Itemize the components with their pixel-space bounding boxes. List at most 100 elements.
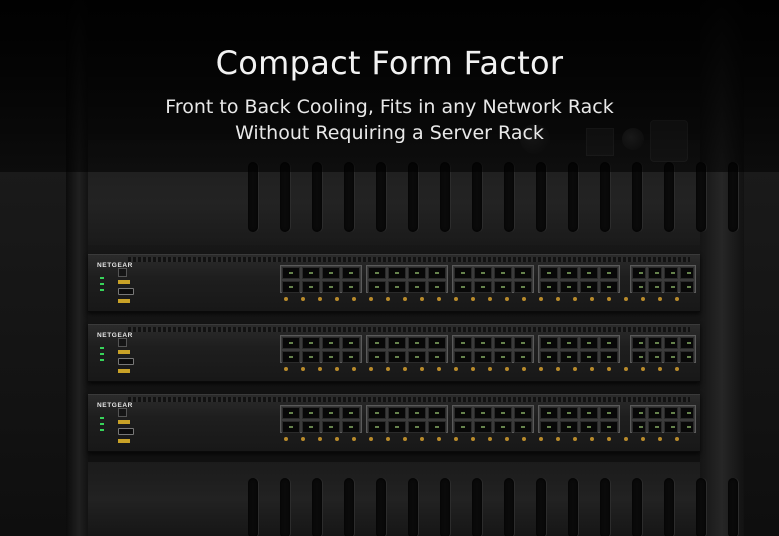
port-led-icon: [386, 437, 390, 441]
port-led-icon: [658, 437, 662, 441]
vent-slot: [504, 478, 514, 536]
headline-subtitle: Front to Back Cooling, Fits in any Netwo…: [0, 94, 779, 146]
usb-port: [118, 428, 134, 435]
vent-slot: [376, 162, 386, 232]
qsfp-port: [680, 337, 694, 349]
sfp-port: [600, 407, 618, 419]
sfp-port: [408, 407, 426, 419]
port-led-icon: [420, 367, 424, 371]
port-leds: [284, 297, 679, 301]
sfp-port: [514, 267, 532, 279]
vent-slot: [696, 162, 706, 232]
port-led-icon: [454, 437, 458, 441]
port-led-icon: [539, 437, 543, 441]
sfp-port: [494, 337, 512, 349]
qsfp-port: [680, 421, 694, 433]
sfp-port: [322, 337, 340, 349]
sfp-port: [560, 267, 578, 279]
sfp-port: [454, 351, 472, 363]
port-led-icon: [284, 367, 288, 371]
sfp-port-array: [280, 335, 696, 363]
vent-slot: [248, 162, 258, 232]
qsfp-port: [664, 421, 678, 433]
port-led-icon: [641, 297, 645, 301]
vent-slot: [568, 162, 578, 232]
port-led-icon: [607, 367, 611, 371]
sfp-port: [342, 421, 360, 433]
qsfp-port-bank: [630, 265, 696, 293]
qsfp-port: [648, 351, 662, 363]
sfp-port: [322, 267, 340, 279]
sfp-port: [322, 351, 340, 363]
port-led-icon: [624, 297, 628, 301]
sfp-port: [474, 421, 492, 433]
port-led-icon: [522, 367, 526, 371]
sfp-port: [600, 351, 618, 363]
port-led-icon: [675, 367, 679, 371]
sfp-port: [342, 351, 360, 363]
vent-slot: [440, 478, 450, 536]
sfp-port: [368, 421, 386, 433]
sfp-port: [580, 421, 598, 433]
sfp-port: [282, 421, 300, 433]
port-led-icon: [437, 367, 441, 371]
port-led-icon: [590, 297, 594, 301]
port-led-icon: [335, 297, 339, 301]
port-led-icon: [403, 297, 407, 301]
sfp-port: [580, 351, 598, 363]
port-led-icon: [318, 297, 322, 301]
sfp-port: [494, 407, 512, 419]
sfp-port: [428, 281, 446, 293]
vent-slot: [344, 478, 354, 536]
sfp-port: [322, 281, 340, 293]
sfp-port: [474, 281, 492, 293]
led-icon: [100, 353, 104, 355]
sfp-port-bank: [366, 335, 448, 363]
port-led-icon: [420, 297, 424, 301]
port-led-icon: [471, 367, 475, 371]
sfp-port: [514, 351, 532, 363]
led-icon: [100, 283, 104, 285]
port-led-icon: [658, 297, 662, 301]
qsfp-port: [648, 281, 662, 293]
port-led-icon: [522, 437, 526, 441]
qsfp-port-bank: [630, 405, 696, 433]
sfp-port: [342, 407, 360, 419]
vent-slot: [536, 478, 546, 536]
sfp-port: [282, 281, 300, 293]
sfp-port: [600, 337, 618, 349]
sfp-port-bank: [452, 335, 534, 363]
port-led-icon: [454, 297, 458, 301]
sfp-port: [474, 407, 492, 419]
sfp-port: [408, 421, 426, 433]
sfp-port: [282, 407, 300, 419]
port-led-icon: [641, 367, 645, 371]
sfp-port: [302, 267, 320, 279]
sfp-port: [388, 281, 406, 293]
port-led-icon: [301, 367, 305, 371]
vent-slot: [664, 478, 674, 536]
sfp-port: [540, 351, 558, 363]
sfp-port-bank: [452, 405, 534, 433]
port-led-icon: [658, 367, 662, 371]
port-led-icon: [352, 437, 356, 441]
port-led-icon: [573, 437, 577, 441]
port-led-icon: [675, 437, 679, 441]
perforation: [128, 327, 690, 332]
sfp-port: [600, 281, 618, 293]
port-led-icon: [386, 367, 390, 371]
reset-button: [118, 280, 130, 284]
qsfp-port: [632, 281, 646, 293]
vent-row-bottom: [248, 478, 738, 536]
sfp-port: [368, 267, 386, 279]
vent-slot: [728, 162, 738, 232]
sfp-port: [342, 337, 360, 349]
vent-slot: [472, 162, 482, 232]
status-leds: [100, 417, 104, 435]
port-led-icon: [284, 437, 288, 441]
reset-button: [118, 350, 130, 354]
vent-slot: [312, 162, 322, 232]
vent-slot: [472, 478, 482, 536]
qsfp-port-bank: [630, 335, 696, 363]
